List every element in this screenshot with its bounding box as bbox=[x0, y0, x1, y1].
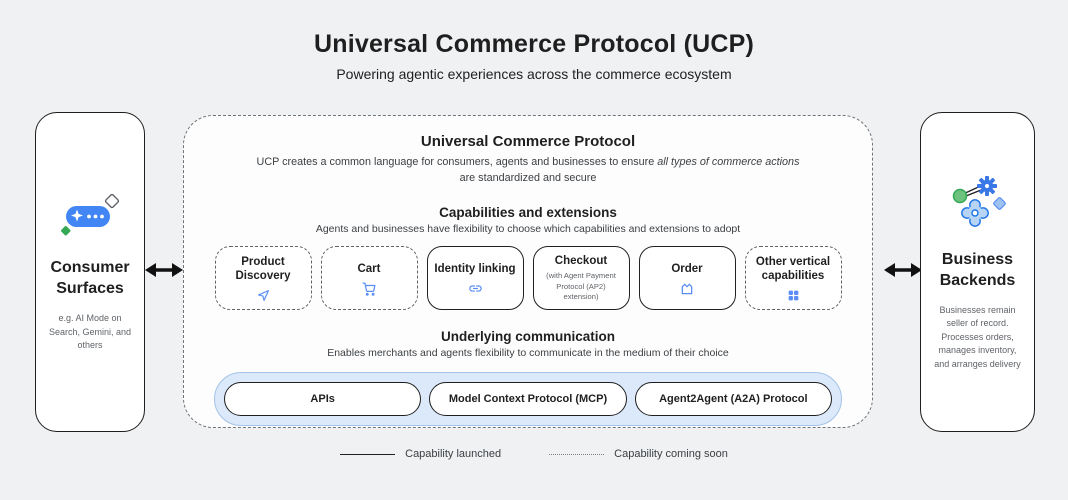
dark-gear bbox=[976, 175, 997, 196]
business-backends-caption: Businesses remain seller of record. Proc… bbox=[934, 304, 1021, 369]
consumer-surfaces-title: Consumer Surfaces bbox=[50, 259, 130, 298]
capability-checkout: Checkout (with Agent Payment Protocol (A… bbox=[532, 246, 630, 311]
capability-label: Order bbox=[671, 262, 703, 275]
ucp-panel-description: UCP creates a common language for consum… bbox=[256, 154, 801, 186]
legend-launched-label: Capability launched bbox=[405, 448, 502, 460]
capability-other-vertical: Other vertical capabilities bbox=[744, 246, 842, 311]
business-backends-title: Business Backends bbox=[939, 250, 1016, 289]
link-icon bbox=[468, 282, 483, 295]
capability-label: Product Discovery bbox=[235, 255, 291, 282]
capability-identity-linking: Identity linking bbox=[426, 246, 524, 311]
business-backends-box: Business Backends Businesses remain sell… bbox=[920, 112, 1035, 432]
legend-coming-soon: Capability coming soon bbox=[549, 448, 728, 460]
capability-label: Cart bbox=[357, 262, 381, 275]
page-subtitle: Powering agentic experiences across the … bbox=[336, 66, 732, 82]
ucp-panel-title: Universal Commerce Protocol bbox=[420, 133, 636, 150]
capabilities-section-subtitle: Agents and businesses have flexibility t… bbox=[315, 223, 741, 236]
capability-cart: Cart bbox=[320, 246, 418, 311]
capability-label: Other vertical capabilities bbox=[755, 255, 831, 282]
capability-product-discovery: Product Discovery bbox=[214, 246, 312, 311]
capability-sublabel: (with Agent Payment Protocol (AP2) exten… bbox=[546, 271, 616, 302]
legend-launched: Capability launched bbox=[340, 448, 501, 460]
communication-section-title: Underlying communication bbox=[440, 329, 616, 345]
light-gear bbox=[960, 199, 989, 227]
ucp-panel: Universal Commerce Protocol UCP creates … bbox=[183, 115, 873, 428]
communication-section-subtitle: Enables merchants and agents flexibility… bbox=[327, 347, 729, 360]
description-prefix: UCP creates a common language for consum… bbox=[256, 156, 658, 168]
protocol-apis: APIs bbox=[224, 382, 422, 417]
grid-icon bbox=[787, 289, 800, 302]
description-italic: all types of commerce actions bbox=[657, 156, 800, 168]
capability-order: Order bbox=[638, 246, 736, 311]
protocol-a2a: Agent2Agent (A2A) Protocol bbox=[634, 382, 832, 417]
consumer-surfaces-caption: e.g. AI Mode on Search, Gemini, and othe… bbox=[48, 313, 132, 351]
capabilities-row: Product Discovery Cart Identity linking … bbox=[214, 246, 842, 311]
capabilities-section-title: Capabilities and extensions bbox=[439, 205, 617, 221]
bidirectional-arrow-left bbox=[145, 263, 183, 277]
bidirectional-arrow-right bbox=[884, 263, 922, 277]
gears-icon bbox=[945, 173, 1011, 236]
page-title: Universal Commerce Protocol (UCP) bbox=[313, 30, 755, 58]
legend: Capability launched Capability coming so… bbox=[0, 448, 1068, 460]
package-icon bbox=[680, 282, 694, 295]
ai-mode-pill-icon bbox=[58, 191, 122, 244]
consumer-surfaces-box: Consumer Surfaces e.g. AI Mode on Search… bbox=[35, 112, 145, 432]
protocols-container: APIs Model Context Protocol (MCP) Agent2… bbox=[214, 372, 842, 427]
capability-label: Identity linking bbox=[434, 262, 516, 275]
description-suffix: are standardized and secure bbox=[459, 172, 597, 185]
protocol-mcp: Model Context Protocol (MCP) bbox=[429, 382, 627, 417]
capability-label: Checkout bbox=[554, 254, 608, 267]
legend-coming-soon-label: Capability coming soon bbox=[614, 448, 728, 460]
header: Universal Commerce Protocol (UCP) Poweri… bbox=[0, 30, 1068, 82]
cart-icon bbox=[362, 282, 376, 296]
dotted-line-sample bbox=[549, 453, 605, 455]
solid-line-sample bbox=[340, 453, 396, 455]
send-icon bbox=[257, 289, 270, 302]
